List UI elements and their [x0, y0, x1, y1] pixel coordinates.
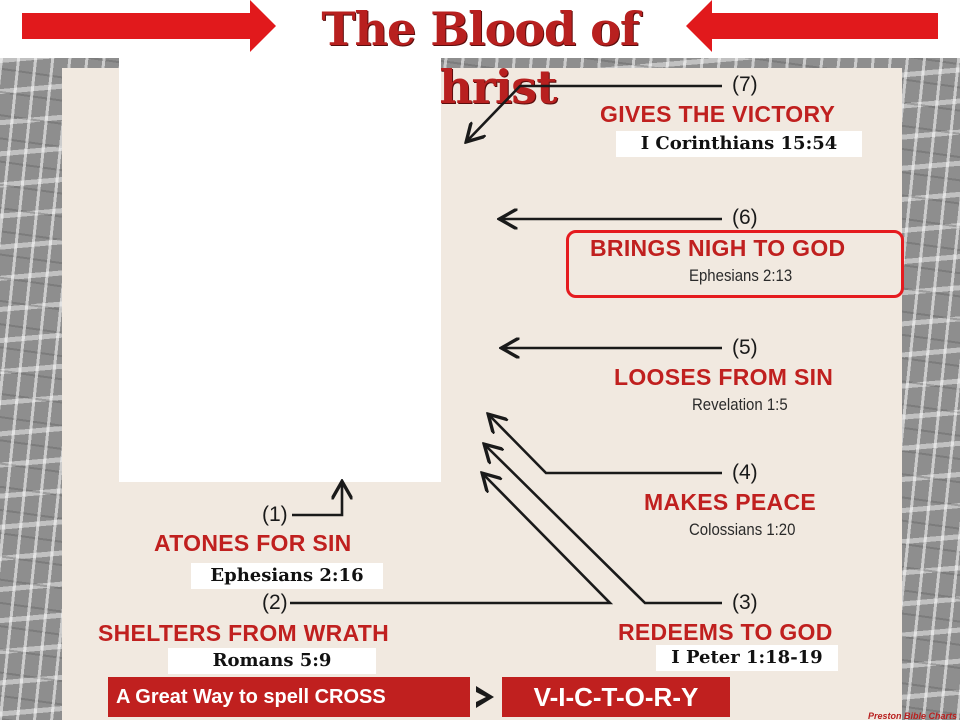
- arrow-4: [490, 416, 722, 475]
- item-2-heading: SHELTERS FROM WRATH: [98, 620, 390, 646]
- item-6-reference: Ephesians 2:13: [689, 266, 793, 285]
- item-2-number: (2): [262, 591, 288, 614]
- item-3-number: (3): [732, 591, 758, 614]
- item-2-reference: Romans 5:9: [168, 648, 376, 674]
- credit-text: Preston Bible Charts: [868, 711, 958, 720]
- cross-banner: A Great Way to spell CROSS: [108, 677, 470, 717]
- arrow-1: [292, 484, 342, 517]
- item-1-reference: Ephesians 2:16: [191, 563, 383, 589]
- item-6-heading: BRINGS NIGH TO GOD: [590, 235, 846, 261]
- arrow-2: [290, 475, 614, 605]
- blank-image-area: [119, 56, 441, 482]
- item-7-number: (7): [732, 73, 758, 96]
- item-4-number: (4): [732, 461, 758, 484]
- highlight-box: [566, 230, 904, 298]
- item-4-reference: Colossians 1:20: [689, 520, 796, 539]
- item-5-reference: Revelation 1:5: [692, 395, 788, 414]
- item-5-number: (5): [732, 336, 758, 359]
- arrow-3: [486, 446, 722, 605]
- item-4-heading: MAKES PEACE: [644, 489, 816, 515]
- item-6-number: (6): [732, 206, 758, 229]
- item-7-reference: I Corinthians 15:54: [616, 131, 862, 157]
- victory-banner: V-I-C-T-O-R-Y: [502, 677, 730, 717]
- item-1-heading: ATONES FOR SIN: [154, 530, 352, 556]
- right-pointing-banner-arrow: [22, 0, 276, 52]
- arrow-7: [468, 84, 722, 140]
- item-3-reference: I Peter 1:18-19: [656, 645, 838, 671]
- chevron-right-icon: [476, 686, 494, 708]
- left-pointing-banner-arrow: [686, 0, 938, 52]
- item-7-heading: GIVES THE VICTORY: [600, 101, 836, 127]
- item-1-number: (1): [262, 503, 288, 526]
- item-3-heading: REDEEMS TO GOD: [618, 619, 833, 645]
- item-5-heading: LOOSES FROM SIN: [614, 364, 834, 390]
